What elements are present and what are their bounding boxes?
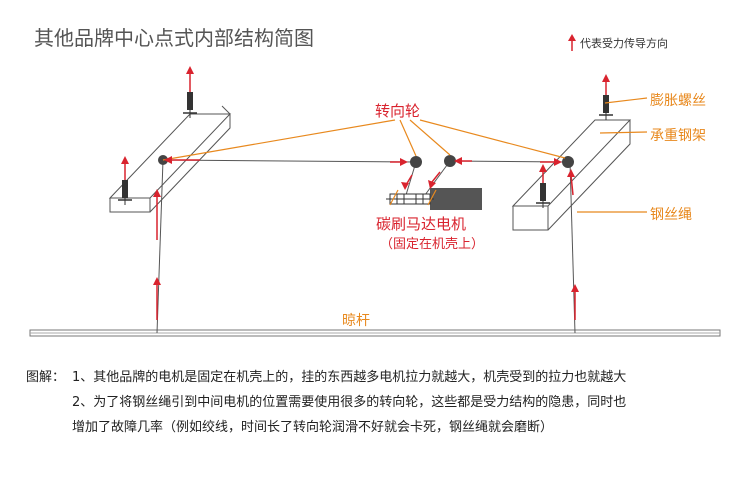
bolt-left-top xyxy=(183,92,197,118)
force-arrows xyxy=(121,66,610,320)
explanation-notes: 图解： 1、其他品牌的电机是固定在机壳上的，挂的东西越多电机拉力就越大，机壳受到的… xyxy=(26,365,626,440)
drying-pole xyxy=(29,329,721,337)
notes-heading: 图解： xyxy=(26,370,66,385)
note-row-1: 图解： 1、其他品牌的电机是固定在机壳上的，挂的东西越多电机拉力就越大，机壳受到的… xyxy=(26,365,626,390)
bolt-right-bottom xyxy=(536,183,550,208)
label-steel-rope: 钢丝绳 xyxy=(650,207,692,223)
motor xyxy=(386,188,482,210)
wheel-mid-left xyxy=(410,156,422,168)
bolt-right-top xyxy=(599,95,613,120)
right-frame xyxy=(511,119,632,231)
wheel-right xyxy=(562,156,574,168)
label-turning-wheel: 转向轮 xyxy=(375,102,421,120)
legend-label: 代表受力传导方向 xyxy=(580,37,668,50)
bolt-left-bottom xyxy=(118,180,132,205)
note-item: 2、为了将钢丝绳引到中间电机的位置需要使用很多的转向轮，这些都是受力结构的隐患，… xyxy=(72,395,627,410)
label-steel-frame: 承重钢架 xyxy=(650,128,706,144)
label-motor: 碳刷马达电机 xyxy=(376,215,467,233)
wheel-mid-right xyxy=(444,155,456,167)
label-motor-note: （固定在机壳上） xyxy=(380,237,485,252)
page-title: 其他品牌中心点式内部结构简图 xyxy=(34,26,314,50)
up-arrow-icon xyxy=(568,34,576,51)
left-frame xyxy=(108,104,232,213)
leader-lines xyxy=(162,97,648,213)
steel-ropes xyxy=(156,159,576,334)
note-item: 增加了故障几率（例如绞线，时间长了转向轮润滑不好就会卡死，钢丝绳就会磨断） xyxy=(72,420,554,435)
label-drying-pole: 晾杆 xyxy=(342,313,370,329)
note-item: 1、其他品牌的电机是固定在机壳上的，挂的东西越多电机拉力就越大，机壳受到的拉力也… xyxy=(72,370,627,385)
label-expansion-bolt: 膨胀螺丝 xyxy=(650,93,706,109)
